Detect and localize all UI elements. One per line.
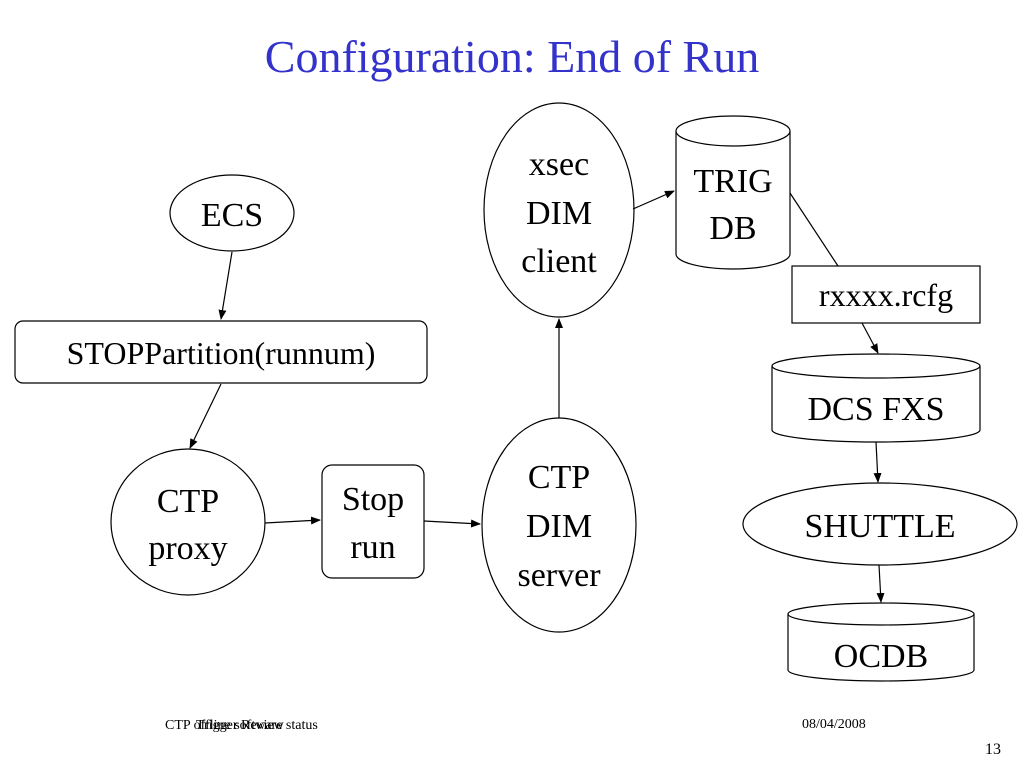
- stop-partition-node: STOPPartition(runnum): [14, 320, 428, 384]
- arrow-shuttle-to-ocdb: [876, 564, 885, 603]
- ecs-label: ECS: [201, 197, 263, 234]
- page-number: 13: [985, 741, 1001, 758]
- ctp-dim-server-label-line1: CTP: [528, 459, 590, 496]
- trig-db-node: TRIG DB: [675, 115, 791, 270]
- trig-db-label-line1: TRIG: [693, 163, 772, 200]
- stop-run-label-line1: Stop: [342, 481, 404, 518]
- stop-run-label-line2: run: [350, 529, 395, 566]
- arrow-ctp-proxy-to-stop-run: [264, 516, 321, 525]
- shuttle-node: SHUTTLE: [742, 482, 1018, 566]
- stop-partition-label: STOPPartition(runnum): [67, 335, 376, 371]
- footer-date: 08/04/2008: [802, 717, 866, 732]
- line-trig-db-to-rcfg-file: [789, 192, 839, 267]
- ctp-dim-server-label-line2: DIM: [526, 508, 592, 545]
- ctp-dim-server-node: CTP DIM server: [481, 417, 637, 633]
- xsec-dim-client-label-line3: client: [521, 243, 597, 280]
- rcfg-file-label: rxxxx.rcfg: [819, 277, 953, 313]
- dcs-fxs-label: DCS FXS: [807, 391, 944, 428]
- arrow-dcs-fxs-to-shuttle: [873, 441, 882, 483]
- arrow-xsec-dim-client-to-trig-db: [632, 190, 675, 210]
- ocdb-node: OCDB: [787, 602, 975, 682]
- footer-text: CTP offline software status: [165, 718, 318, 733]
- shuttle-label: SHUTTLE: [804, 508, 955, 545]
- slide-title: Configuration: End of Run: [264, 31, 760, 82]
- xsec-dim-client-node: xsec DIM client: [483, 102, 635, 318]
- xsec-dim-client-label-line2: DIM: [526, 195, 592, 232]
- ctp-proxy-label-line1: CTP: [157, 483, 219, 520]
- ecs-node: ECS: [169, 174, 295, 252]
- stop-run-node: Stop run: [321, 464, 425, 579]
- trig-db-label-line2: DB: [709, 210, 756, 247]
- ctp-proxy-label-line2: proxy: [148, 530, 227, 567]
- arrow-rcfg-file-to-dcs-fxs: [861, 322, 879, 354]
- rcfg-file-node: rxxxx.rcfg: [791, 265, 981, 324]
- arrow-stop-run-to-ctp-dim-server: [423, 519, 481, 528]
- ctp-proxy-node: CTP proxy: [110, 448, 266, 596]
- arrow-stop-partition-to-ctp-proxy: [189, 383, 222, 449]
- ocdb-label: OCDB: [834, 638, 928, 675]
- xsec-dim-client-label-line1: xsec: [529, 146, 589, 183]
- ctp-dim-server-label-line3: server: [517, 557, 601, 594]
- footer-text-overlay: Trigger Review: [196, 718, 284, 733]
- dcs-fxs-node: DCS FXS: [771, 353, 981, 443]
- arrow-ecs-to-stop-partition: [218, 251, 233, 320]
